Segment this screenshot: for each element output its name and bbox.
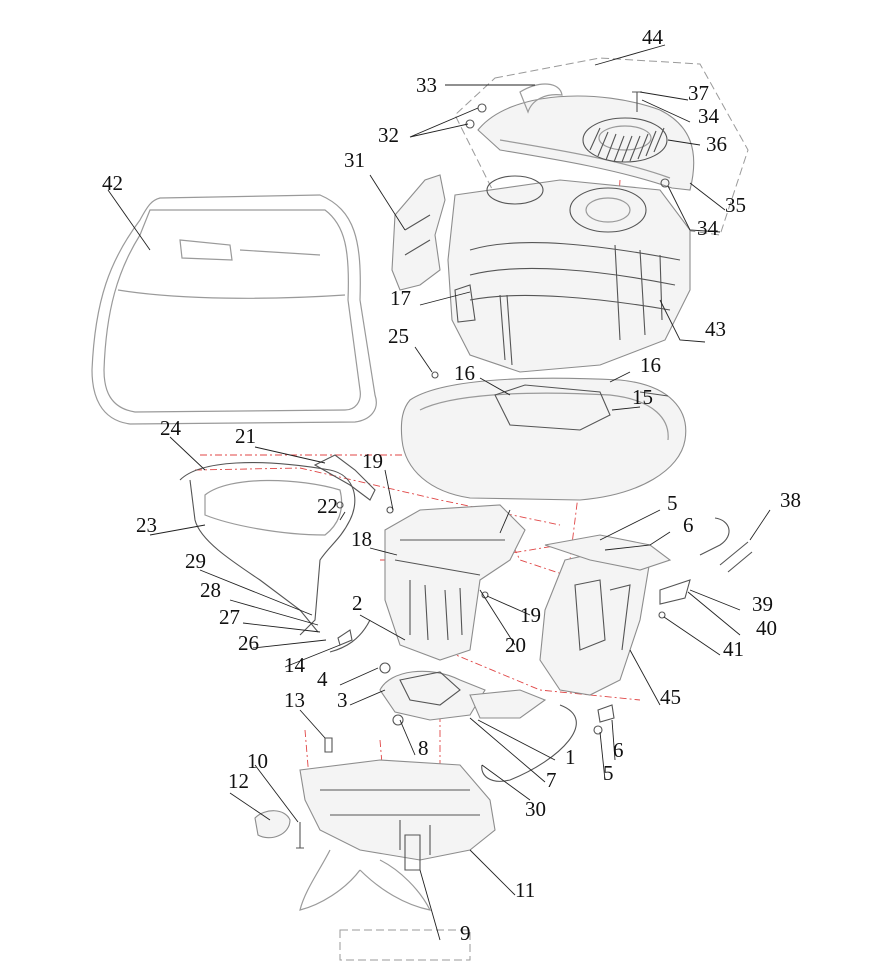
callout-43: 43	[705, 317, 726, 341]
part-31-bracket	[391, 174, 446, 291]
callout-15: 15	[632, 385, 653, 409]
callout-26: 26	[238, 631, 259, 655]
callout-29: 29	[185, 549, 206, 573]
callout-17: 17	[390, 286, 411, 310]
callout-3: 3	[337, 688, 348, 712]
callout-45: 45	[660, 685, 681, 709]
callout-1: 1	[565, 745, 576, 769]
callout-27: 27	[219, 605, 240, 629]
callout-33: 33	[416, 73, 437, 97]
engine-cowling-42	[91, 194, 377, 425]
callout-23: 23	[136, 513, 157, 537]
callout-24: 24	[160, 416, 182, 440]
part-16-gasket	[494, 384, 611, 431]
callout-6-right: 6	[683, 513, 694, 537]
callout-39: 39	[752, 592, 773, 616]
callout-16-right: 16	[640, 353, 661, 377]
callout-31: 31	[344, 148, 365, 172]
callout-35: 35	[725, 193, 746, 217]
engine-block-43	[391, 174, 691, 373]
callout-19-mid: 19	[520, 603, 541, 627]
callout-11: 11	[515, 878, 535, 902]
callout-41: 41	[723, 637, 744, 661]
callout-10: 10	[247, 749, 268, 773]
callout-22: 22	[317, 494, 338, 518]
callout-30: 30	[525, 797, 546, 821]
callout-14: 14	[284, 653, 306, 677]
callout-16-left: 16	[454, 361, 475, 385]
callout-6-bottom: 6	[613, 738, 624, 762]
callout-34-bottom: 34	[697, 216, 719, 240]
starter-assembly	[379, 662, 615, 735]
callout-4: 4	[317, 667, 328, 691]
swivel-bracket-45	[539, 534, 691, 696]
callout-19-top: 19	[362, 449, 383, 473]
callout-37: 37	[688, 81, 709, 105]
callout-9: 9	[460, 921, 471, 945]
callout-28: 28	[200, 578, 221, 602]
mount-tray	[400, 371, 687, 501]
callout-2: 2	[352, 591, 363, 615]
callout-7: 7	[546, 768, 557, 792]
callout-40: 40	[756, 616, 777, 640]
gearcase-lower-unit	[254, 737, 496, 961]
callout-21: 21	[235, 424, 256, 448]
flywheel-cover-assembly	[465, 83, 695, 191]
lower-apron-frame	[179, 454, 376, 653]
callout-5-bottom: 5	[603, 761, 614, 785]
callout-20: 20	[505, 633, 526, 657]
callout-8: 8	[418, 736, 429, 760]
callout-38: 38	[780, 488, 801, 512]
callout-5-right: 5	[667, 491, 678, 515]
midsection-housing	[384, 504, 526, 661]
callout-18: 18	[351, 527, 372, 551]
callout-44: 44	[642, 25, 664, 49]
callout-13: 13	[284, 688, 305, 712]
part-12-anode	[254, 810, 291, 839]
callout-36: 36	[706, 132, 727, 156]
part-13-spacer	[324, 737, 333, 753]
callout-34-top: 34	[698, 104, 720, 128]
part-33-bracket	[519, 83, 563, 114]
callout-labels: 44 33 37 34 32 36 31 42 35 34 17 43 25 1…	[102, 25, 801, 945]
callout-25: 25	[388, 324, 409, 348]
callout-42: 42	[102, 171, 123, 195]
callout-12: 12	[228, 769, 249, 793]
callout-32: 32	[378, 123, 399, 147]
leader-lines	[107, 44, 771, 941]
wiring-harness	[481, 517, 753, 782]
